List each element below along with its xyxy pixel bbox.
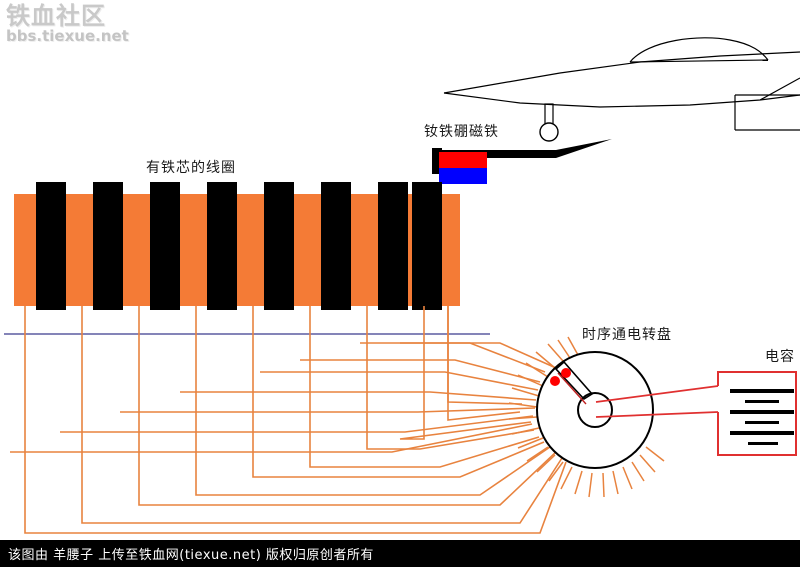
rotary-commutator-disk [536,351,654,469]
brush-contact-trace [557,372,587,405]
disk-outer-circle [536,351,654,469]
sled-bracket [432,148,442,174]
wheel-icon [539,122,559,142]
wiring-harness [10,306,567,534]
contact-dot-primary [561,368,571,378]
magnet-south-pole [439,168,487,184]
disk-radial-contacts [508,336,665,498]
label-rotary-disk: 时序通电转盘 [582,327,672,343]
ndfeb-magnet [439,152,487,184]
brush-arm [554,360,594,401]
iron-cores [36,182,442,310]
footer-bar: 该图由 羊腰子 上传至铁血网(tiexue.net) 版权归原创者所有 [0,540,800,567]
capacitor-leads [595,385,719,418]
magnet-north-pole [439,152,487,168]
capacitor-bank [717,371,797,456]
label-coils: 有铁芯的线圈 [146,160,236,176]
capacitor-plates [730,389,794,445]
label-capacitor: 电容 [765,349,795,365]
coil-array [14,182,460,310]
label-magnet: 钕铁硼磁铁 [424,124,499,140]
aircraft-outline [443,37,800,131]
capacitor-frame [717,371,797,456]
footer-attribution: 该图由 羊腰子 上传至铁血网(tiexue.net) 版权归原创者所有 [8,548,374,563]
contact-dot-secondary [550,376,560,386]
